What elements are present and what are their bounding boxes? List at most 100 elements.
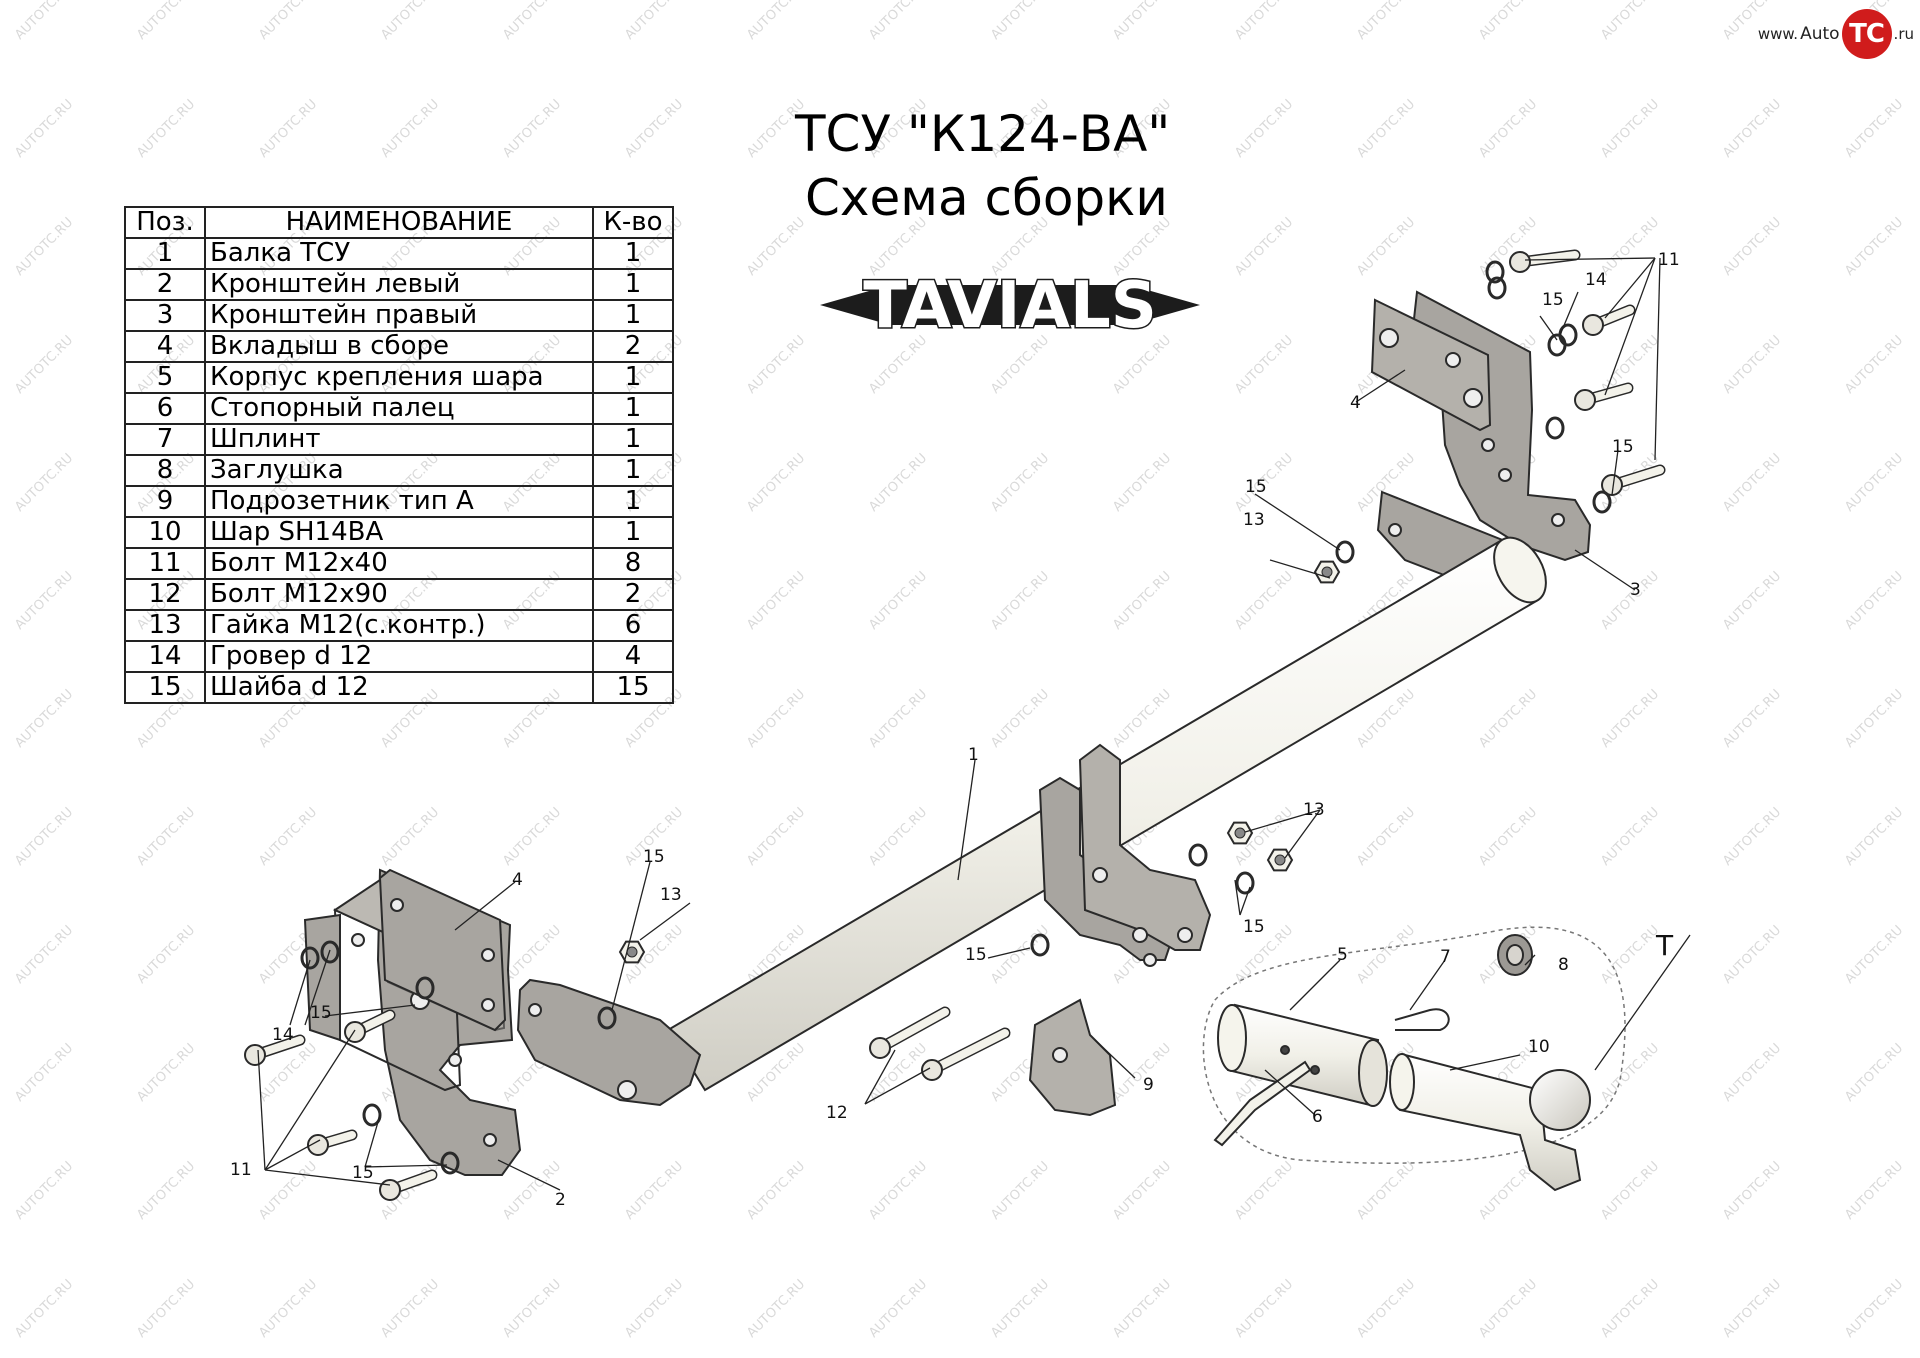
washer xyxy=(440,1151,460,1175)
cell-name: Балка ТСУ xyxy=(204,237,594,270)
callout-2: 2 xyxy=(555,1190,566,1210)
cell-name: Болт М12х40 xyxy=(204,547,594,580)
washer xyxy=(1030,933,1050,957)
cell-name: Стопорный палец xyxy=(204,392,594,425)
cell-pos: 14 xyxy=(124,640,206,673)
cell-qty: 1 xyxy=(592,361,674,394)
cell-pos: 10 xyxy=(124,516,206,549)
leader-lines xyxy=(257,257,1691,1191)
callout-13-left: 13 xyxy=(660,885,682,905)
cell-pos: 6 xyxy=(124,392,206,425)
callout-15-h: 15 xyxy=(1612,437,1634,457)
callout-15-b: 15 xyxy=(1245,477,1267,497)
cell-pos: 5 xyxy=(124,361,206,394)
tow-ball-part-10 xyxy=(1389,1053,1591,1192)
cell-pos: 8 xyxy=(124,454,206,487)
cell-name: Корпус крепления шара xyxy=(204,361,594,394)
fastener-group xyxy=(300,260,1612,1175)
bracket-right-part-3 xyxy=(1370,290,1592,562)
cell-name: Гровер d 12 xyxy=(204,640,594,673)
cell-pos: 4 xyxy=(124,330,206,363)
washer xyxy=(300,946,320,970)
callout-4-right: 4 xyxy=(1350,393,1361,413)
locking-pin-part-6 xyxy=(1213,1060,1312,1147)
cell-pos: 1 xyxy=(124,237,206,270)
bolt xyxy=(869,1006,951,1059)
bolt xyxy=(1601,464,1666,496)
site-suffix: .ru xyxy=(1893,25,1914,43)
callout-labels: 1 2 3 4 4 5 6 7 8 9 10 11 11 12 13 13 13… xyxy=(230,250,1680,1210)
table-header-row: Поз. НАИМЕНОВАНИЕ К-во xyxy=(124,206,674,239)
washer xyxy=(597,1006,617,1030)
washer xyxy=(415,976,435,1000)
header-name: НАИМЕНОВАНИЕ xyxy=(204,206,594,239)
site-tc-badge: TC xyxy=(1841,9,1892,59)
site-prefix: www. xyxy=(1757,25,1799,43)
cell-name: Кронштейн левый xyxy=(204,268,594,301)
callout-8: 8 xyxy=(1558,955,1569,975)
cell-qty: 1 xyxy=(592,516,674,549)
washer xyxy=(1335,540,1355,564)
site-watermark-logo: www. Auto TC .ru xyxy=(1758,4,1914,64)
callout-4-left: 4 xyxy=(512,870,523,890)
header-qty: К-во xyxy=(592,206,674,239)
cell-name: Шплинт xyxy=(204,423,594,456)
washer xyxy=(1592,490,1612,514)
callout-14-right: 14 xyxy=(1585,270,1607,290)
washer xyxy=(320,940,340,964)
cell-pos: 15 xyxy=(124,671,206,704)
callout-5: 5 xyxy=(1337,945,1348,965)
bolt xyxy=(307,1129,358,1156)
callout-7: 7 xyxy=(1440,947,1451,967)
cell-name: Подрозетник тип А xyxy=(204,485,594,518)
cell-pos: 12 xyxy=(124,578,206,611)
cotter-pin-part-7 xyxy=(1394,1008,1450,1031)
nut-hole xyxy=(1234,827,1246,839)
logo-text: TAVIALS xyxy=(863,269,1157,343)
cell-qty: 4 xyxy=(592,640,674,673)
callout-t: T xyxy=(1655,929,1674,962)
socket-plate-part-9 xyxy=(1028,998,1117,1117)
callout-9: 9 xyxy=(1143,1075,1154,1095)
bolt-group xyxy=(244,249,1666,1201)
callout-13-right: 13 xyxy=(1243,510,1265,530)
callout-15-g: 15 xyxy=(310,1003,332,1023)
callout-11-left: 11 xyxy=(230,1160,252,1180)
washer xyxy=(1545,416,1565,440)
cell-qty: 1 xyxy=(592,299,674,332)
cell-qty: 15 xyxy=(592,671,674,704)
cell-pos: 11 xyxy=(124,547,206,580)
callout-14-left: 14 xyxy=(272,1025,294,1045)
ball-mount-body-part-5 xyxy=(1217,1003,1388,1107)
washer xyxy=(1188,843,1208,867)
callout-15-f: 15 xyxy=(352,1163,374,1183)
ball-assembly-outline xyxy=(1202,926,1626,1164)
callout-3: 3 xyxy=(1630,580,1641,600)
bolt xyxy=(379,1169,438,1201)
title-line-1: ТСУ "К124-ВА" xyxy=(795,105,1171,163)
cell-name: Болт М12х90 xyxy=(204,578,594,611)
callout-10: 10 xyxy=(1528,1037,1550,1057)
site-auto: Auto xyxy=(1800,24,1840,44)
washer xyxy=(1487,276,1507,300)
callout-6: 6 xyxy=(1312,1107,1323,1127)
washer xyxy=(1235,871,1255,895)
hitch-mount-plates xyxy=(1038,743,1212,967)
bolt xyxy=(1582,304,1636,336)
cell-qty: 1 xyxy=(592,268,674,301)
spacer-left-part-4 xyxy=(378,868,507,1032)
